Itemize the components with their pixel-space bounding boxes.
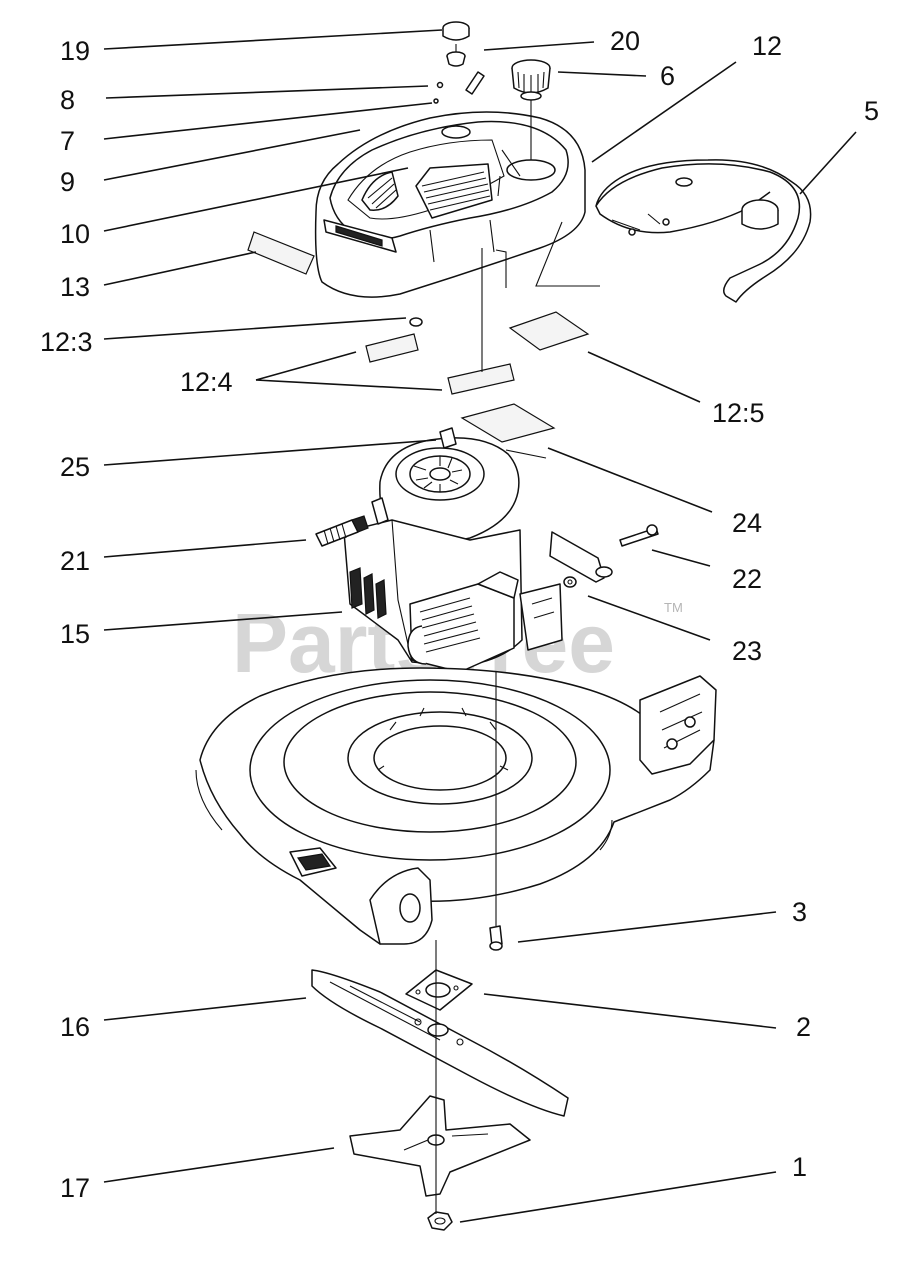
part-5-guard	[595, 159, 812, 303]
callout-labels: 19 20 12 8 6 5 7 9 10 13 12:3 12:4 12:5 …	[40, 26, 879, 1203]
part-22-bracket-bolt	[549, 524, 659, 583]
part-8-screw	[436, 81, 444, 89]
part-7-washer	[433, 98, 439, 104]
part-1-nut	[427, 1211, 453, 1231]
callout-21: 21	[60, 546, 90, 576]
part-23-nut	[563, 576, 577, 588]
part-12-3-washer	[409, 317, 423, 327]
watermark-trademark: TM	[664, 600, 683, 615]
callout-10: 10	[60, 219, 90, 249]
callout-5: 5	[864, 96, 879, 126]
engine-carb	[349, 567, 387, 619]
part-24-plate	[460, 403, 556, 443]
callout-9: 9	[60, 167, 75, 197]
callout-24: 24	[732, 508, 762, 538]
callout-25: 25	[60, 452, 90, 482]
part-19-cap	[442, 21, 470, 41]
part-12-5-decal	[508, 311, 590, 351]
part-6-fuel-cap	[511, 59, 551, 101]
callout-12-3: 12:3	[40, 327, 93, 357]
part-12-4-decal-a	[365, 333, 419, 363]
part-12-4-decal-b	[447, 363, 515, 395]
callout-23: 23	[732, 636, 762, 666]
callout-12-4: 12:4	[180, 367, 233, 397]
callout-20: 20	[610, 26, 640, 56]
callout-12-5: 12:5	[712, 398, 765, 428]
part-3-bolt	[489, 925, 503, 951]
part-20-pin	[465, 71, 485, 95]
callout-12: 12	[752, 31, 782, 61]
callout-6: 6	[660, 61, 675, 91]
parts-drawing	[195, 21, 812, 1231]
callout-17: 17	[60, 1173, 90, 1203]
part-12-shroud	[314, 111, 586, 298]
mower-deck	[195, 583, 717, 945]
part-21-spark-plug	[315, 515, 369, 547]
callout-15: 15	[60, 619, 90, 649]
leader-lines	[103, 29, 857, 1223]
part-15-engine	[343, 427, 523, 673]
callout-13: 13	[60, 272, 90, 302]
callout-19: 19	[60, 36, 90, 66]
shroud-grille	[415, 163, 493, 219]
callout-8: 8	[60, 85, 75, 115]
alignment-lines	[435, 44, 600, 1214]
callout-16: 16	[60, 1012, 90, 1042]
callout-22: 22	[732, 564, 762, 594]
part-16-blade	[311, 969, 569, 1117]
part-grommet	[446, 51, 466, 67]
callout-3: 3	[792, 897, 807, 927]
part-17-blade-adapter	[349, 1095, 531, 1197]
callout-1: 1	[792, 1152, 807, 1182]
part-13-decal	[247, 231, 315, 275]
callout-7: 7	[60, 126, 75, 156]
part-2-adapter	[405, 969, 473, 1011]
callout-2: 2	[796, 1012, 811, 1042]
